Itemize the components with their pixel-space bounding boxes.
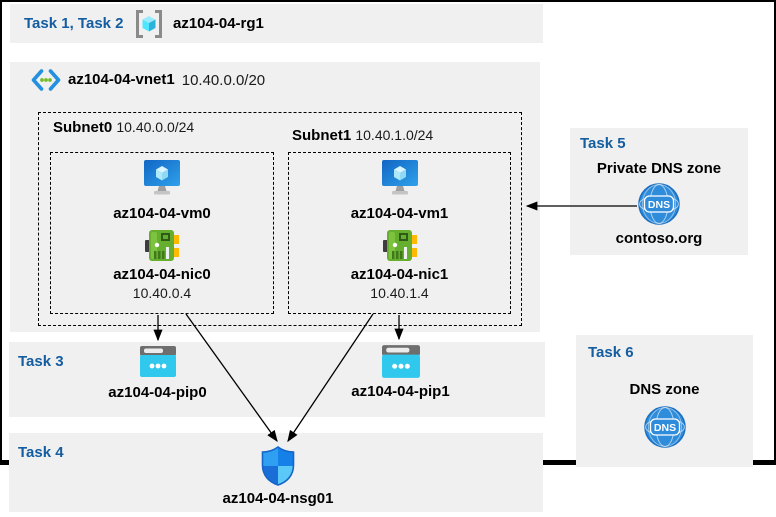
pip1-cluster: az104-04-pip1 xyxy=(338,345,463,401)
vm-icon xyxy=(144,160,180,195)
pip0-label: az104-04-pip0 xyxy=(108,384,207,401)
dns-icon: DNS xyxy=(638,183,680,225)
vm0-label: az104-04-vm0 xyxy=(113,205,211,222)
task5-label: Task 5 xyxy=(580,135,626,152)
nsg-label: az104-04-nsg01 xyxy=(222,490,334,507)
dns-icon-text: DNS xyxy=(653,422,675,434)
dns-zone-title: DNS zone xyxy=(629,381,700,398)
nic-icon xyxy=(145,230,179,261)
vnet-cidr: 10.40.0.0/20 xyxy=(181,71,266,89)
task-1-2-band: Task 1, Task 2 az104-04-rg1 xyxy=(10,4,543,43)
task5-panel: Task 5 Private DNS zone DNS contoso.org xyxy=(570,128,748,255)
vm1-label: az104-04-vm1 xyxy=(350,205,449,222)
subnet0-box: az104-04-vm0 az104-04-nic0 10.40.0.4 xyxy=(50,152,274,314)
virtual-network-icon xyxy=(31,69,61,91)
task6-panel: Task 6 DNS zone DNS xyxy=(576,335,753,467)
task6-label: Task 6 xyxy=(588,344,634,361)
nsg-cluster: az104-04-nsg01 xyxy=(218,446,338,508)
task3-band xyxy=(9,342,545,417)
subnet1-box: az104-04-vm1 az104-04-nic1 10.40.1.4 xyxy=(288,152,511,314)
vnet-name: az104-04-vnet1 xyxy=(68,71,175,88)
nsg-shield-icon xyxy=(261,446,295,486)
public-ip-icon xyxy=(139,346,176,377)
subnet0-cidr: 10.40.0.0/24 xyxy=(116,119,195,135)
pip0-cluster: az104-04-pip0 xyxy=(95,346,220,402)
subnet0-title: Subnet0 10.40.0.0/24 xyxy=(53,119,194,136)
subnet1-cidr: 10.40.1.0/24 xyxy=(355,127,434,143)
vnet-container xyxy=(10,62,540,332)
nic1-label: az104-04-nic1 xyxy=(350,266,449,283)
vm-icon xyxy=(381,160,418,195)
public-ip-icon xyxy=(381,345,420,378)
resource-group-icon xyxy=(136,10,162,38)
vnet-header: az104-04-vnet1 10.40.0.0/20 xyxy=(31,69,265,91)
resource-group-label: az104-04-rg1 xyxy=(173,15,264,32)
subnet1-title: Subnet1 10.40.1.0/24 xyxy=(292,127,433,144)
task-1-2-label: Task 1, Task 2 xyxy=(24,15,124,32)
nic0-ip: 10.40.0.4 xyxy=(132,285,192,301)
dns-icon: DNS xyxy=(643,406,686,448)
nic-icon xyxy=(382,230,417,261)
nic1-ip: 10.40.1.4 xyxy=(370,285,429,301)
subnets-wrapper xyxy=(38,112,522,326)
subnet0-name: Subnet0 xyxy=(53,119,113,136)
private-dns-zone-title: Private DNS zone xyxy=(596,160,722,177)
task3-label: Task 3 xyxy=(18,353,64,370)
nic0-label: az104-04-nic0 xyxy=(113,266,211,283)
private-dns-zone-name: contoso.org xyxy=(615,230,703,247)
dns-icon-text: DNS xyxy=(648,199,670,211)
subnet1-name: Subnet1 xyxy=(292,127,352,144)
pip1-label: az104-04-pip1 xyxy=(351,383,450,400)
task4-label: Task 4 xyxy=(18,444,64,461)
